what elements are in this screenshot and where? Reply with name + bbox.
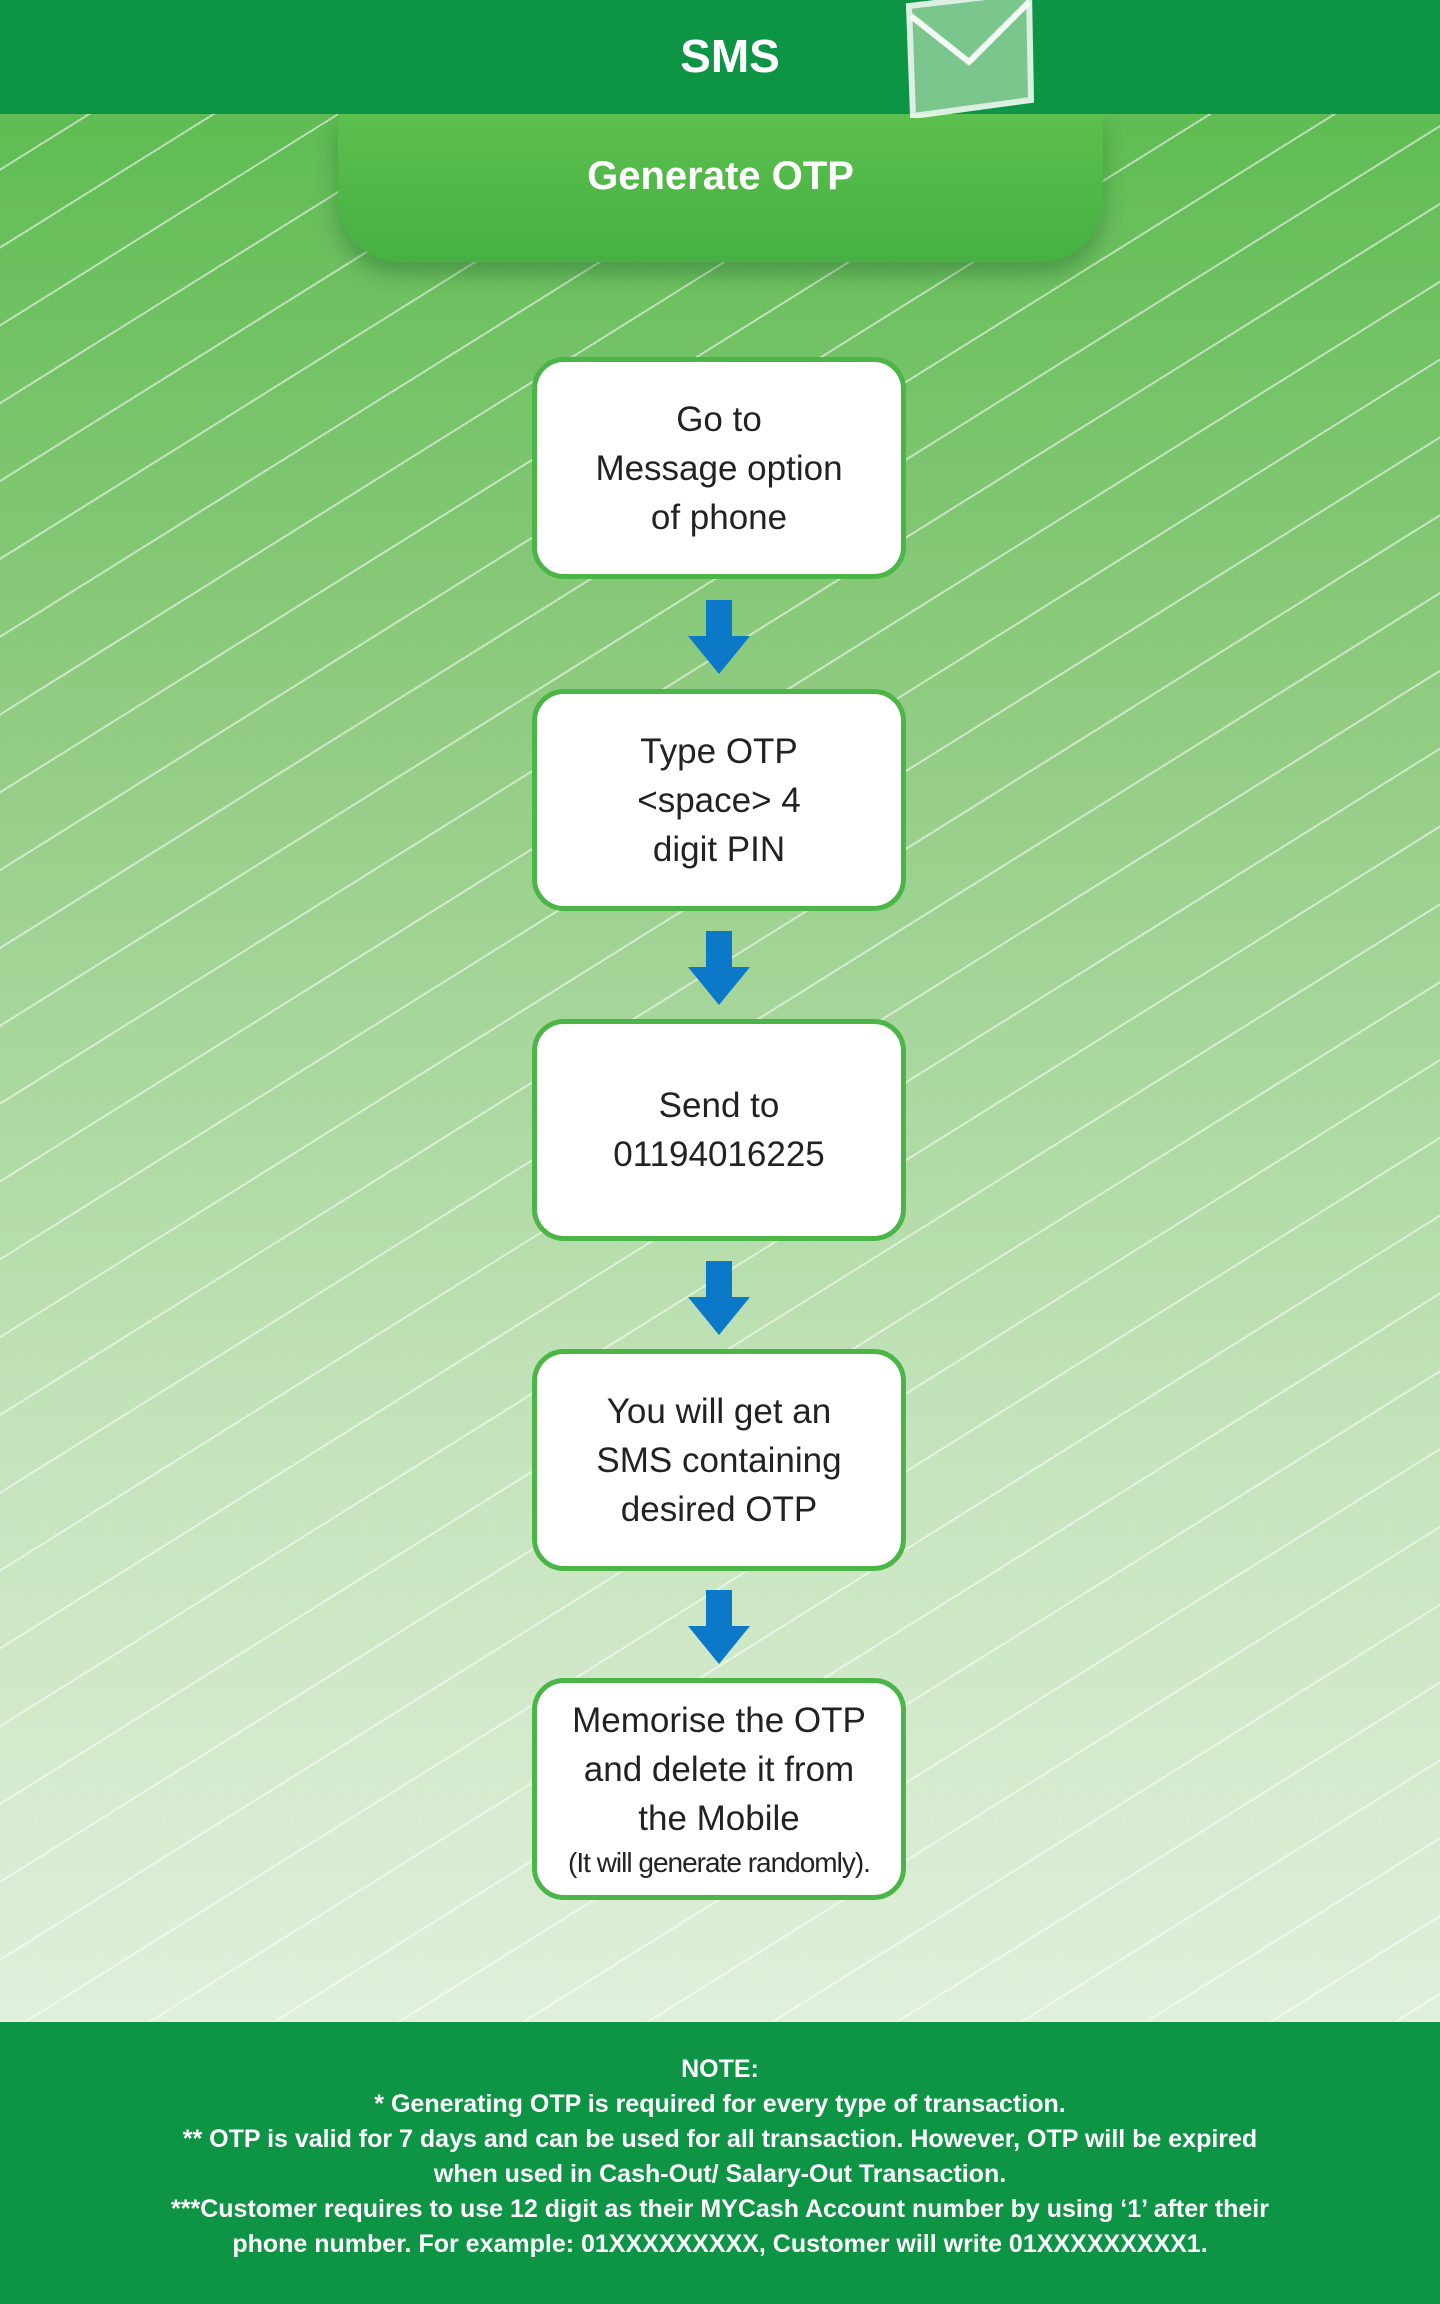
down-arrow-icon xyxy=(688,600,750,674)
step-text-line: You will get an xyxy=(606,1391,832,1431)
note-heading: NOTE: xyxy=(681,2055,759,2083)
note-line: when used in Cash-Out/ Salary-Out Transa… xyxy=(433,2160,1007,2188)
note-footer: NOTE: * Generating OTP is required for e… xyxy=(0,2022,1440,2304)
step-text-line: of phone xyxy=(650,497,788,537)
down-arrow-icon xyxy=(688,1261,750,1335)
step-box-memorise-otp: Memorise the OTP and delete it from the … xyxy=(532,1678,906,1900)
step-text-line: Go to xyxy=(676,399,762,439)
generate-otp-tab: Generate OTP xyxy=(338,114,1103,262)
step-text-line: <space> 4 xyxy=(637,780,801,820)
down-arrow-icon xyxy=(688,1590,750,1664)
step-text-line: and delete it from xyxy=(583,1749,855,1789)
step-box-type-otp: Type OTP <space> 4 digit PIN xyxy=(532,689,906,911)
header-bar: SMS xyxy=(0,0,1440,118)
step-note: (It will generate randomly). xyxy=(568,1846,871,1878)
note-line: ** OTP is valid for 7 days and can be us… xyxy=(182,2125,1258,2153)
step-text-line: the Mobile xyxy=(638,1798,800,1838)
step-text-line: Memorise the OTP xyxy=(572,1700,866,1740)
note-line: ***Customer requires to use 12 digit as … xyxy=(171,2195,1269,2223)
step-text-line: digit PIN xyxy=(652,829,786,869)
header-title: SMS xyxy=(680,30,780,82)
note-line: * Generating OTP is required for every t… xyxy=(374,2090,1066,2118)
envelope-icon xyxy=(905,0,1035,118)
step-box-send-to: Send to 01194016225 xyxy=(532,1019,906,1241)
down-arrow-icon xyxy=(688,931,750,1005)
step-text-line: Type OTP xyxy=(640,731,798,771)
step-text-line: Send to xyxy=(658,1086,780,1125)
step-text-line: 01194016225 xyxy=(613,1135,825,1174)
note-line: phone number. For example: 01XXXXXXXXX, … xyxy=(232,2230,1208,2258)
step-box-message-option: Go to Message option of phone xyxy=(532,357,906,579)
step-text-line: SMS containing xyxy=(596,1440,842,1480)
step-text-line: Message option xyxy=(595,448,843,488)
step-text-line: desired OTP xyxy=(620,1489,818,1529)
step-box-receive-sms: You will get an SMS containing desired O… xyxy=(532,1349,906,1571)
subtab-title: Generate OTP xyxy=(587,154,854,198)
